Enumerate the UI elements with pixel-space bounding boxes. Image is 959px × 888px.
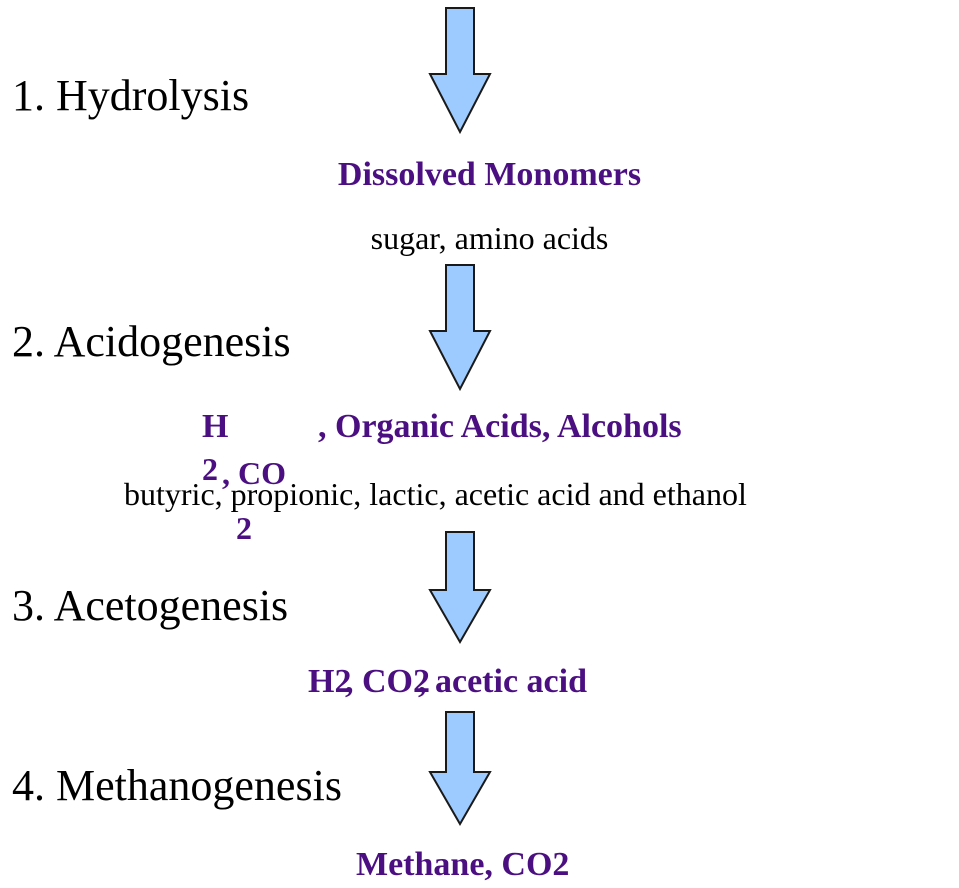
flow-arrow-2 (428, 264, 492, 393)
examples-acids: butyric, propionic, lactic, acetic acid … (124, 476, 747, 512)
arrow-shape (428, 7, 492, 135)
product-methane-co2: Methane, CO2 (356, 846, 570, 883)
step-methanogenesis: 4. Methanogenesis (12, 761, 342, 810)
arrow-shape (428, 531, 492, 645)
flow-arrow-1 (428, 7, 492, 136)
product-h2: H2 (308, 663, 352, 700)
step-acetogenesis: 3. Acetogenesis (12, 581, 289, 630)
product-h-subscript: 2 (202, 451, 218, 487)
arrow-shape (428, 264, 492, 392)
arrow-shape (428, 711, 492, 827)
flow-arrow-3 (428, 531, 492, 646)
product-organic-acids-alcohols: , Organic Acids, Alcohols (318, 408, 682, 445)
step-hydrolysis: 1. Hydrolysis (12, 71, 250, 120)
step-acidogenesis: 2. Acidogenesis (12, 317, 291, 366)
flow-arrow-4 (428, 711, 492, 828)
product-h: H (202, 408, 229, 445)
product-co: , CO (222, 455, 286, 491)
examples-monomers: sugar, amino acids (370, 220, 609, 256)
product-acetic-acid: , acetic acid (418, 663, 587, 700)
product-co2: , CO2 (345, 663, 430, 700)
product-co-subscript: 2 (236, 510, 252, 546)
product-dissolved-monomers: Dissolved Monomers (337, 156, 642, 193)
